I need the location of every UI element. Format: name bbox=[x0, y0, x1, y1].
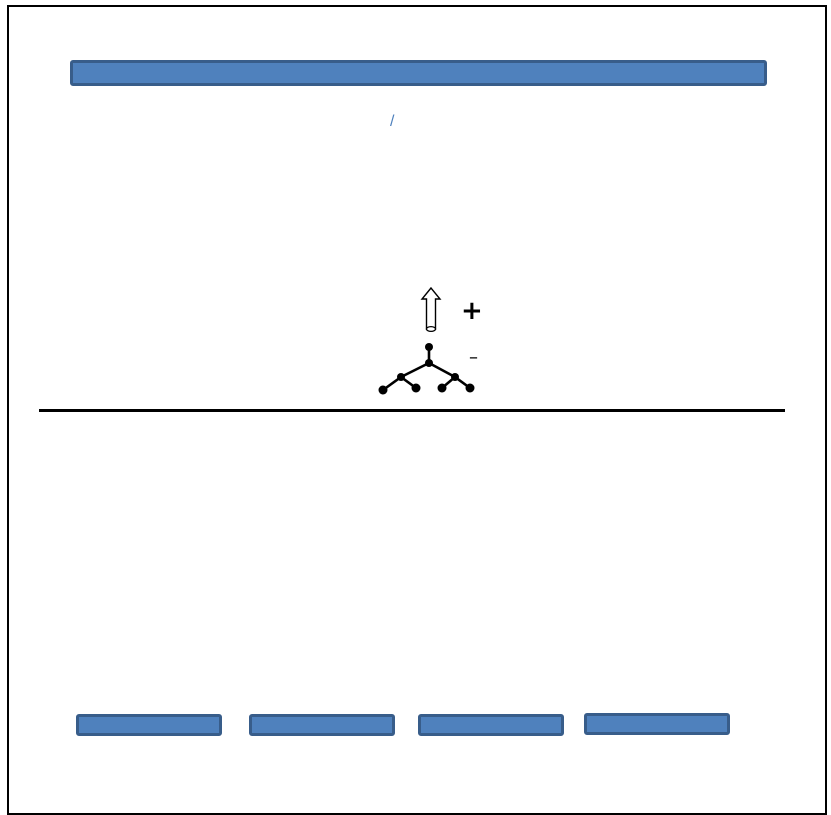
bottom-box-4 bbox=[584, 713, 730, 735]
up-arrow-icon bbox=[418, 286, 444, 340]
bottom-box-3 bbox=[418, 714, 564, 736]
branched-molecule-icon bbox=[372, 342, 482, 403]
minus-sign: – bbox=[469, 347, 478, 368]
bottom-box-1 bbox=[76, 714, 222, 736]
plus-sign: + bbox=[461, 296, 483, 326]
horizontal-divider-line bbox=[39, 409, 785, 412]
bottom-box-2 bbox=[249, 714, 395, 736]
stray-mark: / bbox=[390, 113, 395, 130]
top-label-box bbox=[70, 60, 767, 86]
